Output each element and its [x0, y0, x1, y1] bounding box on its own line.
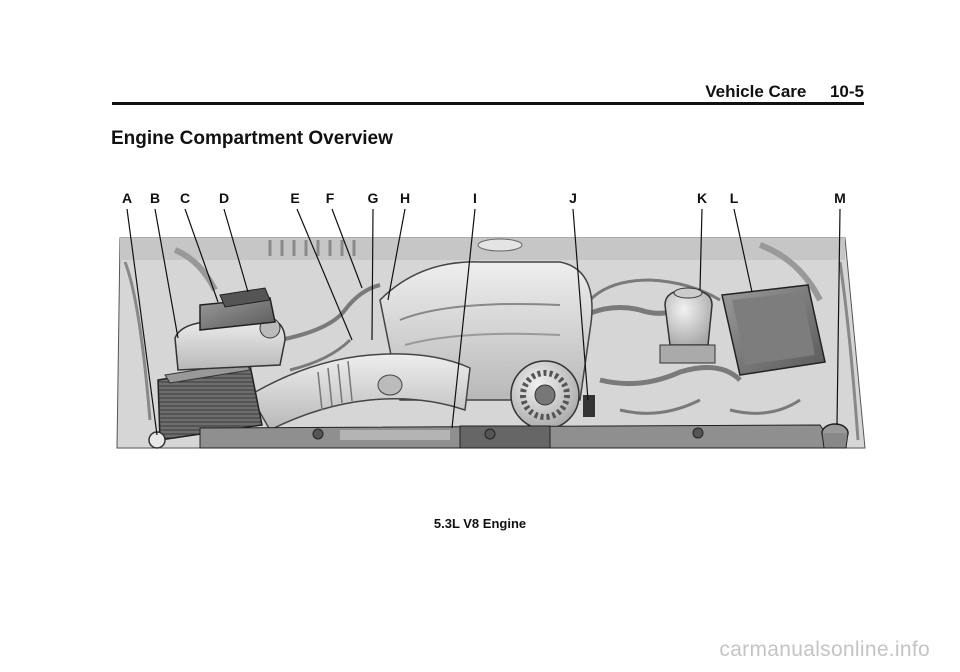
leader-line-i: [451, 208, 476, 429]
engine-oil-fill-cap: [821, 423, 849, 449]
header-rule: [112, 102, 864, 105]
leader-lines: [126, 208, 841, 436]
watermark: carmanualsonline.info: [719, 638, 930, 661]
callout-label-j: J: [569, 190, 577, 206]
callout-label-g: G: [368, 190, 379, 206]
callout-labels: A B C D E F G H I J K L M: [122, 190, 846, 206]
leader-line-d: [223, 208, 249, 293]
callout-label-e: E: [290, 190, 299, 206]
callout-label-b: B: [150, 190, 160, 206]
header-page-number: 10-5: [829, 82, 864, 101]
callout-label-f: F: [326, 190, 335, 206]
leader-line-a: [126, 208, 158, 436]
callout-label-d: D: [219, 190, 229, 206]
leader-line-k: [699, 208, 703, 291]
battery: [199, 287, 276, 331]
leader-line-b: [154, 208, 179, 339]
leader-line-m: [836, 208, 841, 426]
callout-label-a: A: [122, 190, 132, 206]
header-section-title: Vehicle Care: [705, 82, 807, 101]
figure-caption: 5.3L V8 Engine: [433, 516, 527, 531]
callout-label-i: I: [473, 190, 477, 206]
callout-label-h: H: [400, 190, 410, 206]
radiator-support: [199, 424, 836, 449]
brake-fluid-reservoir: [659, 287, 716, 364]
leader-line-f: [331, 208, 363, 289]
leader-line-j: [572, 208, 589, 401]
air-intake-duct: [248, 353, 471, 431]
fuse-block: [721, 284, 826, 376]
callout-label-l: L: [730, 190, 739, 206]
callout-label-k: K: [697, 190, 707, 206]
callout-label-m: M: [834, 190, 846, 206]
leader-line-l: [733, 208, 753, 293]
alternator: [510, 360, 595, 430]
leader-line-h: [387, 208, 406, 301]
leader-line-g: [371, 208, 374, 341]
callout-label-c: C: [180, 190, 190, 206]
leader-line-e: [296, 208, 353, 341]
page-title: Engine Compartment Overview: [111, 128, 393, 149]
leader-line-c: [184, 208, 219, 303]
running-header: Vehicle Care 10-5: [705, 82, 864, 102]
